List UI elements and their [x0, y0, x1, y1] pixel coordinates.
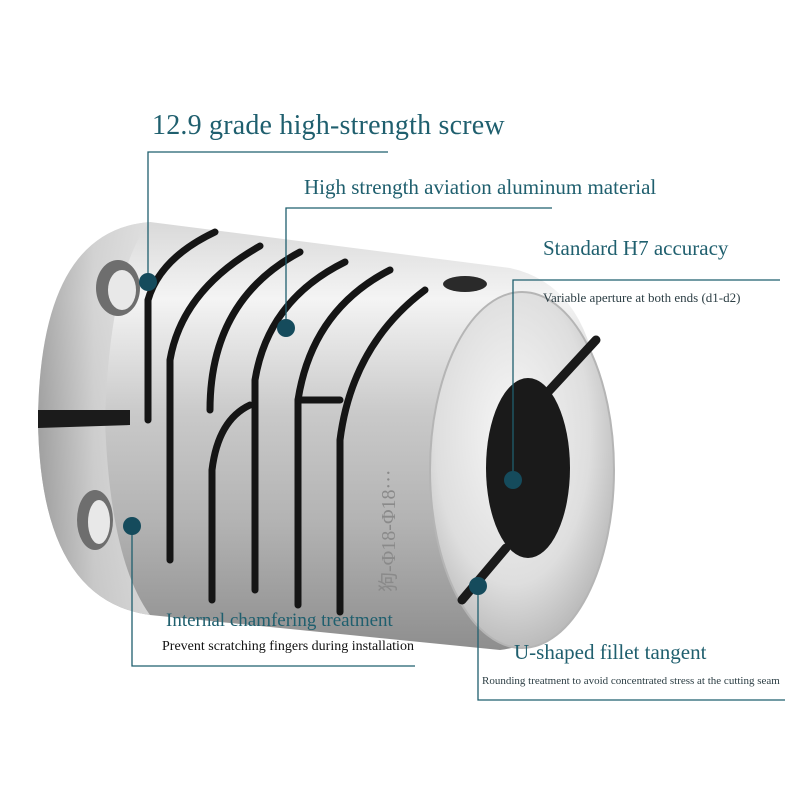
- clamp-slit-top: [543, 335, 601, 397]
- slot-7: [336, 286, 429, 616]
- leader-lines: [131, 151, 785, 701]
- slot-1: [144, 228, 219, 424]
- callout-chamfer-desc: Prevent scratching fingers during instal…: [162, 639, 414, 654]
- bore-hole: [486, 378, 570, 558]
- callout-screw: 12.9 grade high-strength screw: [152, 110, 505, 141]
- callout-fillet-desc: Rounding treatment to avoid concentrated…: [482, 675, 780, 687]
- leader-accuracy: [512, 279, 780, 480]
- dot-chamfer: [123, 517, 141, 535]
- screw-hole-bottom-inner: [88, 500, 110, 544]
- screw-hole-right: [443, 276, 487, 292]
- callout-accuracy: Standard H7 accuracy: [543, 236, 729, 260]
- callout-aluminum: High strength aviation aluminum material: [304, 175, 657, 199]
- slot-4: [208, 401, 254, 604]
- slot-2: [166, 242, 264, 564]
- leader-screw: [147, 151, 388, 282]
- leader-chamfer: [131, 526, 415, 667]
- engraving-text: 狗-Φ18-Φ18···: [377, 469, 400, 592]
- left-cut-slot: [38, 410, 130, 428]
- slot-3: [206, 248, 304, 414]
- callout-fillet-title: U-shaped fillet tangent: [514, 640, 707, 664]
- slot-5: [251, 258, 349, 594]
- dot-fillet: [469, 577, 487, 595]
- screw-hole-top-inner: [108, 270, 136, 310]
- dot-screw: [139, 273, 157, 291]
- callout-chamfer-title: Internal chamfering treatment: [166, 610, 393, 631]
- slot-6: [294, 266, 394, 609]
- dot-aluminum: [277, 319, 295, 337]
- dot-accuracy: [504, 471, 522, 489]
- leader-fillet: [477, 586, 785, 701]
- callout-dots: [123, 273, 522, 595]
- clamp-slit-bottom: [457, 543, 511, 605]
- leader-aluminum: [285, 207, 552, 328]
- callout-aperture: Variable aperture at both ends (d1-d2): [543, 290, 741, 305]
- beam-slots: [144, 228, 429, 616]
